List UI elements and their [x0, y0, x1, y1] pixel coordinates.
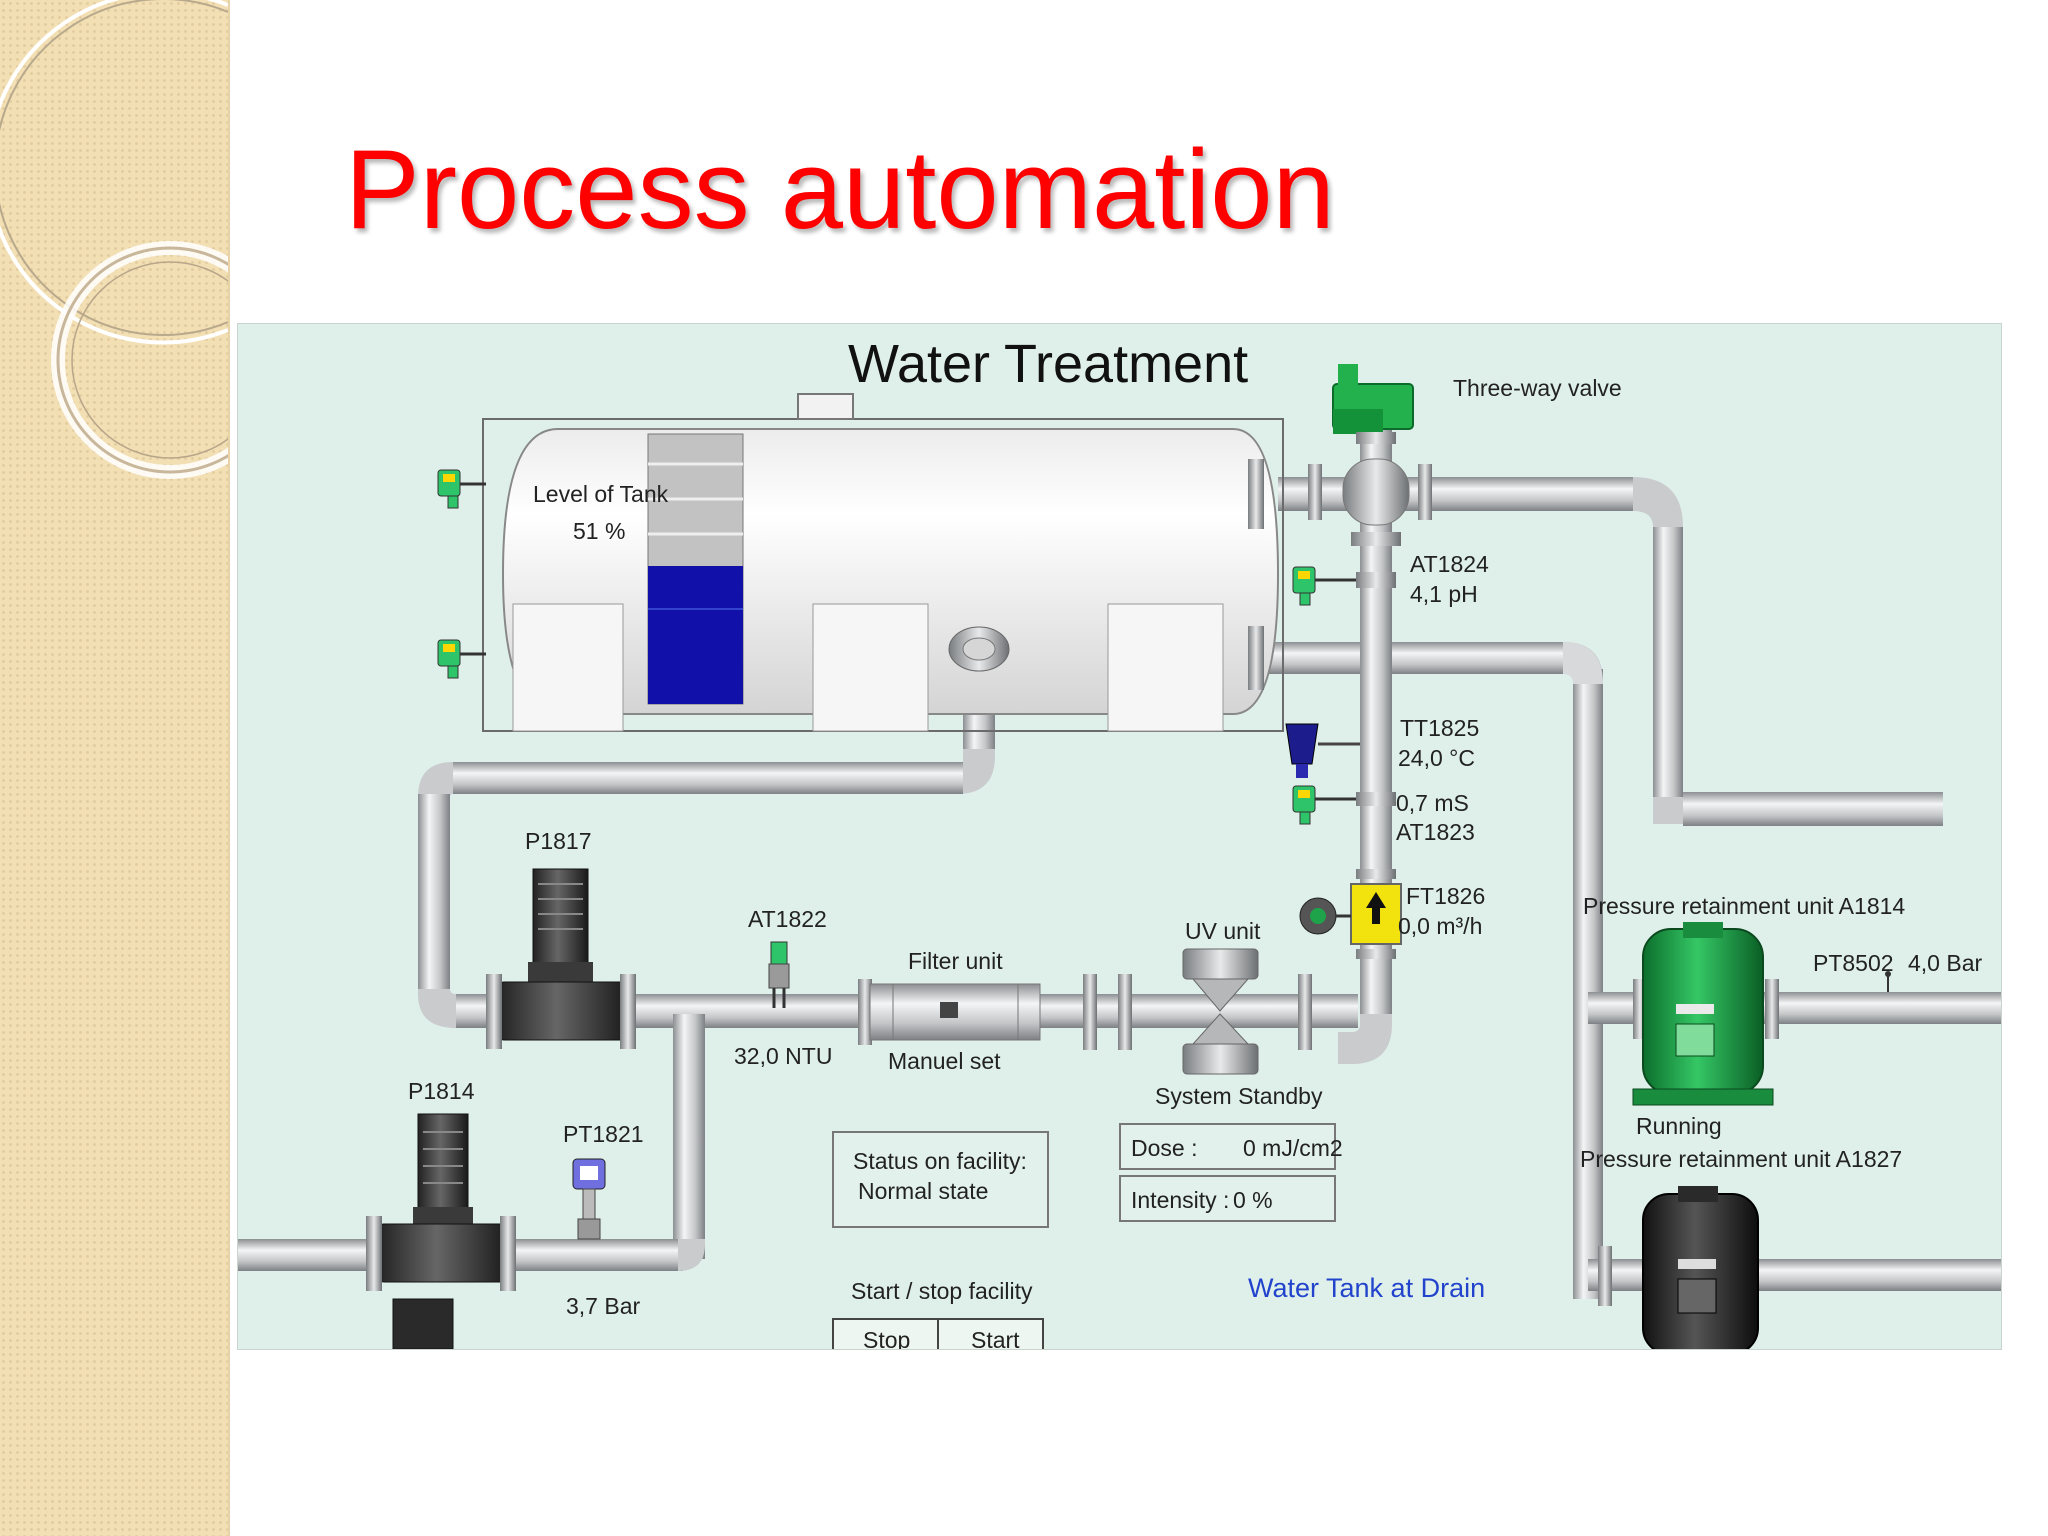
svg-text:Stop: Stop: [863, 1327, 910, 1349]
pressure-transmitter-icon: [572, 1158, 606, 1240]
svg-text:Start: Start: [971, 1327, 1020, 1349]
at1824-tag: AT1824: [1410, 551, 1489, 577]
pump-motor-icon: [366, 1113, 516, 1349]
storage-tank: Level of Tank 51 %: [482, 393, 1284, 732]
flow-meter-icon: [1299, 869, 1402, 959]
intensity-label: Intensity :: [1131, 1187, 1229, 1213]
three-way-valve-label: Three-way valve: [1453, 375, 1622, 401]
unit-a1827-label: Pressure retainment unit A1827: [1580, 1146, 1902, 1172]
dose-label: Dose :: [1131, 1135, 1197, 1161]
start-button[interactable]: Start: [937, 1318, 1044, 1349]
pump-motor-icon: [486, 868, 636, 1049]
status-line-2: Normal state: [858, 1178, 988, 1204]
ft1826-tag: FT1826: [1406, 883, 1485, 909]
pressure-retainment-unit-a1814: [1632, 922, 1779, 1106]
tt1825-value: 24,0 °C: [1398, 745, 1475, 771]
pt8502-value: 4,0 Bar: [1908, 950, 1982, 976]
temperature-probe-icon: [1285, 723, 1360, 778]
filter-unit: [858, 974, 1097, 1050]
start-stop-label: Start / stop facility: [851, 1278, 1033, 1304]
pt1821-value: 3,7 Bar: [566, 1293, 640, 1319]
tank-level-fill: [648, 566, 743, 704]
uv-unit-status: System Standby: [1155, 1083, 1323, 1109]
water-treatment-hmi: Water Treatment: [237, 323, 2002, 1350]
stop-button[interactable]: Stop: [832, 1318, 939, 1349]
decorative-rings: [0, 0, 228, 479]
three-way-valve: [1308, 364, 1432, 546]
unit-a1814-label: Pressure retainment unit A1814: [1583, 893, 1905, 919]
analyzer-sensor-icon: [1292, 785, 1396, 825]
uv-readout-panel: Dose : 0 mJ/cm2 Intensity : 0 %: [1119, 1123, 1343, 1222]
at1824-value: 4,1 pH: [1410, 581, 1478, 607]
p1814-label: P1814: [408, 1078, 475, 1104]
water-tank-drain-link[interactable]: Water Tank at Drain: [1248, 1273, 1485, 1303]
dose-value: 0 mJ/cm2: [1243, 1135, 1343, 1161]
ft1826-value: 0,0 m³/h: [1398, 913, 1482, 939]
uv-unit-label: UV unit: [1185, 918, 1261, 944]
slide-title: Process automation: [345, 127, 1335, 252]
at1822-value: 32,0 NTU: [734, 1043, 832, 1069]
filter-unit-mode: Manuel set: [888, 1048, 1001, 1074]
at1822-tag: AT1822: [748, 906, 827, 932]
tank-level-label: Level of Tank: [533, 481, 669, 507]
pressure-gauge-icon: [1885, 971, 1891, 992]
pressure-retainment-unit-a1827: [1598, 1186, 1759, 1349]
facility-status-box: Status on facility: Normal state: [832, 1131, 1049, 1228]
tank-level-value: 51 %: [573, 518, 625, 544]
at1823-tag: AT1823: [1396, 819, 1475, 845]
unit-a1814-status: Running: [1636, 1113, 1722, 1139]
slide-sidebar-decoration: [0, 0, 230, 1536]
filter-unit-label: Filter unit: [908, 948, 1003, 974]
analyzer-sensor-icon: [768, 941, 790, 1008]
uv-unit: [1118, 948, 1312, 1075]
p1817-label: P1817: [525, 828, 592, 854]
tt1825-tag: TT1825: [1400, 715, 1479, 741]
pt8502-tag: PT8502: [1813, 950, 1894, 976]
diagram-title: Water Treatment: [848, 334, 1248, 394]
analyzer-sensor-icon: [1292, 566, 1396, 606]
pipe-network: [238, 429, 2001, 1299]
pt1821-tag: PT1821: [563, 1121, 644, 1147]
level-switch-icon: [437, 469, 486, 509]
intensity-value: 0 %: [1233, 1187, 1273, 1213]
status-line-1: Status on facility:: [853, 1148, 1027, 1174]
at1823-value: 0,7 mS: [1396, 790, 1469, 816]
level-switch-icon: [437, 639, 486, 679]
